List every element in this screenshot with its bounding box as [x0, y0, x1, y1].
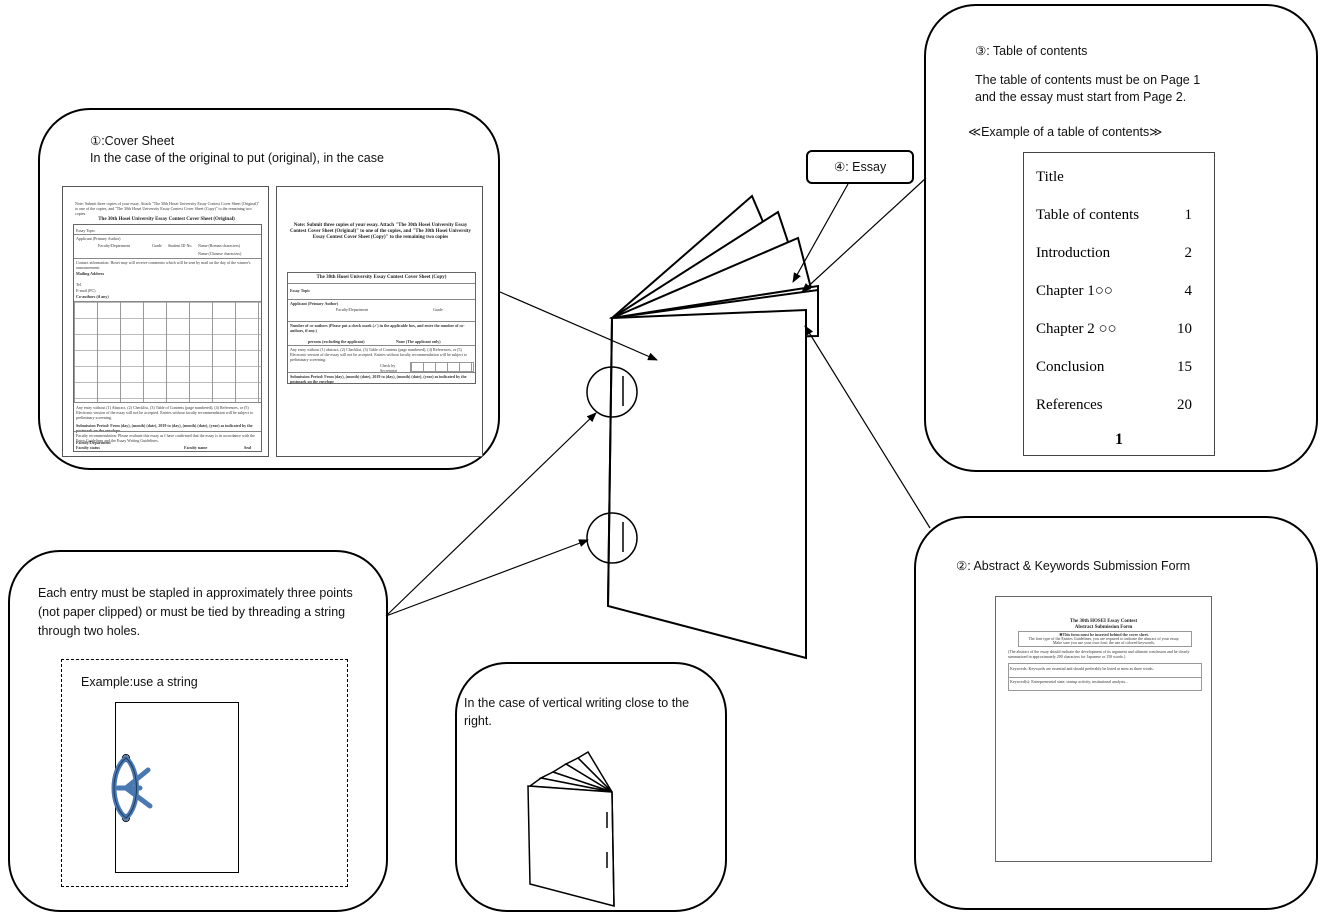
arrow-cover-to-booklet [499, 291, 658, 361]
vertical-writing-desc: In the case of vertical writing close to… [464, 696, 690, 728]
toc-example-label: ≪Example of a table of contents≫ [968, 125, 1163, 139]
orig-notes: Any entry without (1) Abstract, (2) Chec… [76, 405, 254, 420]
arrow-binding-to-bottom-staple [385, 539, 589, 617]
booklet-illustration [606, 194, 819, 660]
copy-essay-topic: Essay Topic [290, 288, 311, 293]
cover-sheet-caption: In the case of the original to put (orig… [90, 151, 384, 165]
orig-student-id: Student ID No. [168, 243, 193, 248]
arrow-essay-to-booklet [792, 183, 849, 283]
orig-essay-topic: Essay Topic [76, 228, 96, 233]
abstract-doc-sub3: Make sure you use your own font; the use… [1053, 640, 1155, 645]
staple-marks [586, 366, 638, 564]
booklet-front-cover [606, 308, 807, 660]
copy-check-by: Check by Secretariat [380, 363, 398, 373]
arrow-toc-to-booklet [801, 177, 927, 293]
orig-faculty-rec: Faculty recommendation: Please evaluate … [76, 433, 255, 443]
orig-faculty-name: Faculty name [184, 445, 208, 450]
abstract-title: ②: Abstract & Keywords Submission Form [956, 559, 1191, 573]
abstract-doc-title2: Abstract Submission Form [1074, 625, 1133, 630]
abstract-doc-sub: ✱This form must be inserted behind the c… [1059, 632, 1149, 637]
copy-notes: Any entry without (1) abstract, (2) Chec… [290, 347, 468, 362]
abstract-doc-sub2: The font type of the Entries Guidelines,… [1028, 636, 1180, 641]
vertical-booklet-front [527, 785, 615, 907]
orig-faculty-status: Faculty status [76, 445, 100, 450]
orig-heading: The 30th Hosei University Essay Contest … [98, 217, 235, 222]
copy-note: Note: Submit three copies of your essay.… [289, 223, 471, 240]
pointer-arrows [385, 177, 931, 617]
toc-desc-line2: and the essay must start from Page 2. [975, 90, 1187, 104]
orig-tel: Tel. [76, 282, 83, 287]
copy-heading: The 30th Hosei University Essay Contest … [316, 275, 447, 280]
orig-seal: Seal [244, 445, 252, 450]
string-example-frame [61, 659, 348, 887]
staple-circle [586, 366, 638, 418]
orig-contact: Contact information: Hosei may will rece… [76, 260, 251, 270]
arrow-binding-to-top-staple [385, 412, 597, 617]
orig-name-roman: Name (Roman characters) [198, 243, 240, 248]
orig-coauthors: Co-authors (if any) [76, 294, 109, 299]
binding-desc: Each entry must be stapled in approximat… [38, 586, 353, 638]
abstract-doc-body: (The abstract of the essay should indica… [1008, 649, 1190, 659]
orig-email: E-mail (PC) [76, 288, 96, 293]
orig-faculty-dept: Faculty/Department [98, 243, 130, 248]
copy-submission: Submission Period: From (day), (month) (… [290, 374, 467, 384]
cover-sheet-original: Note: Submit three copies of your essay.… [62, 186, 269, 457]
copy-form-table: The 30th Hosei University Essay Contest … [287, 272, 476, 384]
copy-grade: Grade [433, 307, 443, 312]
cover-sheet-copy: Note: Submit three copies of your essay.… [276, 186, 483, 457]
abstract-doc-title1: The 30th HOSEI Essay Contest [1069, 619, 1138, 624]
abstract-form-page: The 30th HOSEI Essay Contest Abstract Su… [995, 596, 1212, 862]
cover-sheet-title: ①:Cover Sheet [90, 134, 175, 148]
toc-desc-line1: The table of contents must be on Page 1 [975, 73, 1201, 87]
abstract-keywords: Keywords: Keywords are essential and sho… [1010, 666, 1154, 671]
copy-opt2: None (The applicant only) [396, 339, 441, 344]
orig-coauthor-grid [74, 301, 261, 403]
toc-title: ③: Table of contents [975, 44, 1088, 58]
orig-note: Note: Submit three copies of your essay.… [75, 201, 260, 216]
arrow-abstract-to-booklet [804, 325, 931, 529]
staple-circle [586, 512, 638, 564]
copy-applicant: Applicant (Primary Author) [290, 301, 339, 306]
orig-grade: Grade [152, 243, 162, 248]
booklet-spine [607, 317, 613, 607]
essay-label: ④: Essay [834, 160, 887, 174]
string-binding-illustration [111, 754, 153, 822]
copy-faculty-dept: Faculty/Department [336, 307, 368, 312]
copy-number-coauthors: Number of co-authors (Please put a check… [290, 323, 465, 333]
orig-name-chinese: Name (Chinese characters) [198, 251, 242, 256]
string-example-label: Example:use a string [81, 675, 198, 689]
copy-opt1: persons (excluding the applicant) [308, 339, 365, 344]
orig-form-table: Essay Topic Applicant (Primary Author) F… [73, 224, 262, 452]
orig-mailing: Mailing Address [76, 271, 105, 276]
toc-page-number: 1 [1115, 431, 1123, 448]
orig-submission: Submission Period: From (day), (month) (… [76, 423, 253, 433]
vertical-booklet-illustration [527, 750, 615, 907]
abstract-keywords2: Keyword(s): Entrepreneurial state, start… [1010, 679, 1129, 684]
essay-label-box: ④: Essay [806, 150, 914, 184]
orig-applicant: Applicant (Primary Author) [76, 236, 121, 241]
orig-faculty-dept2: Faculty/Department [76, 440, 111, 445]
